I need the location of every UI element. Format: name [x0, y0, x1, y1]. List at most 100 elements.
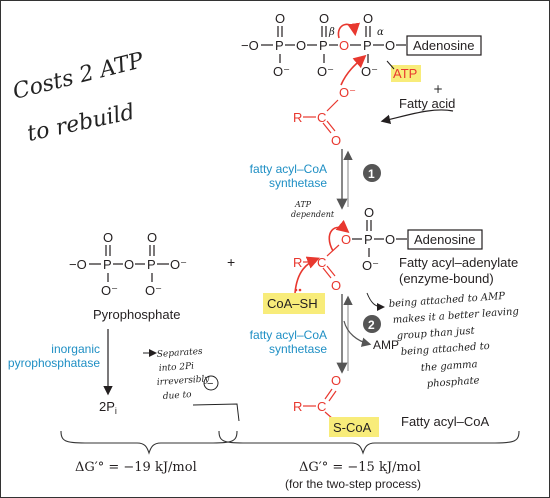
fatty-acid-pointer	[380, 109, 454, 125]
s-coa-highlight	[329, 417, 379, 437]
separates-line-4: due to	[163, 390, 193, 402]
atp-adenosine-box	[406, 35, 482, 56]
negative-sign: −	[207, 378, 213, 390]
pyrophosphatase-line-1: inorganic	[51, 342, 100, 356]
negative-sign-circle	[203, 375, 219, 391]
separates-line-3: irreversibly	[157, 374, 211, 388]
atp-bottom-o-3: O⁻	[361, 64, 378, 79]
fatty-acid-label: Fatty acid	[399, 96, 455, 111]
acyl-coa-c: C	[317, 399, 326, 414]
ppi-bottom-o-1: O⁻	[101, 283, 118, 298]
adenylate-carbonyl-o: O	[331, 278, 341, 293]
adenylate-label-line-2: (enzyme-bound)	[399, 271, 494, 286]
amp-leaving-arrow	[328, 219, 350, 252]
leaving-note-line-4: being attached to	[400, 341, 490, 358]
leaving-note-line-2: makes it a better leaving	[392, 306, 519, 326]
acyl-coa-r: R	[293, 399, 302, 414]
ppi-p-1: P	[103, 257, 112, 272]
atp-highlight	[391, 65, 421, 82]
atp-double-bonds	[277, 26, 371, 37]
atp-adenosine-label: Adenosine	[413, 38, 474, 53]
ppi-bridge-o: O	[124, 257, 134, 272]
atp-dependent-line-2: dependent	[291, 210, 335, 219]
atp-label: ATP	[393, 66, 417, 81]
beta-label: β	[328, 27, 335, 38]
fatty-acid-r: R	[293, 110, 302, 125]
cost-note-line-1: Costs 2 ATP	[10, 48, 147, 105]
pyrophosphatase-step: inorganic pyrophosphatase 2Pi Separates …	[8, 329, 240, 422]
fatty-acyl-adenylate-structure: O O P O Adenosine O⁻ R C O Fatty acyl–ad…	[263, 205, 518, 314]
coa-sh-highlight	[263, 293, 325, 314]
ppi-top-o-1: O	[103, 230, 113, 245]
adenylate-c: C	[317, 255, 326, 270]
atp-bridge-o-2: O	[339, 38, 349, 53]
s-coa-label: S-CoA	[333, 420, 372, 435]
step1-enzyme-line-2: synthetase	[269, 176, 327, 190]
atp-bridge-o-1: O	[296, 38, 306, 53]
atp-bottom-o-2: O⁻	[317, 64, 334, 79]
separates-line-1: Separates	[157, 347, 204, 360]
adenylate-p: P	[364, 232, 373, 247]
adenylate-bottom-o: O⁻	[362, 258, 379, 273]
adenylate-label-line-1: Fatty acyl–adenylate	[399, 255, 518, 270]
reaction-plus: +	[227, 254, 235, 270]
step2-badge	[363, 315, 381, 333]
acyl-coa-carbonyl-o: O	[331, 373, 341, 388]
delta-g-left: ΔG′° = −19 kJ/mol	[75, 460, 197, 475]
step1-badge	[363, 164, 381, 182]
adenylate-o: O	[385, 232, 395, 247]
step2-number: 2	[368, 318, 375, 332]
fatty-acyl-coa-structure: O R C S-CoA Fatty acyl–CoA	[293, 373, 489, 437]
ppi-top-o-2: O	[147, 230, 157, 245]
step2-enzyme-line-1: fatty acyl–CoA	[250, 328, 327, 342]
pyrophosphate-label: Pyrophosphate	[93, 307, 180, 322]
pyrophosphatase-line-2: pyrophosphatase	[8, 356, 100, 370]
coa-sh-label: CoA–SH	[267, 296, 318, 311]
leaving-note-line-3: group than just	[396, 326, 476, 342]
step2-enzyme-line-2: synthetase	[269, 342, 327, 356]
adenylate-adenosine-label: Adenosine	[414, 232, 475, 247]
adenylate-adenosine-box	[407, 229, 483, 250]
fatty-acid-o-minus: O⁻	[339, 85, 356, 100]
atp-dependent-line-1: ATP	[294, 200, 312, 209]
atp-bridge-o-3: O	[385, 38, 395, 53]
handwritten-plus: +	[433, 82, 443, 96]
adenylate-r: R	[293, 255, 302, 270]
leaving-note-line-5: the gamma	[420, 359, 478, 374]
alpha-label: α	[377, 27, 384, 38]
fatty-acid-structure: O⁻ R C O Fatty acid	[293, 54, 455, 148]
delta-g-right: ΔG′° = −15 kJ/mol	[299, 460, 421, 475]
atp-structure: O O O −O P O P O P O Adenosine O⁻ O⁻ O⁻	[241, 11, 482, 96]
right-brace	[218, 430, 520, 455]
nucleophilic-attack-arrow	[340, 54, 367, 86]
atp-o-minus: −O	[241, 38, 259, 53]
atp-top-o-1: O	[275, 11, 285, 26]
atp-p-gamma: P	[275, 38, 284, 53]
thiol-attack-arrow	[294, 256, 320, 294]
amp-release-arrow	[343, 320, 372, 347]
step1-number: 1	[368, 167, 375, 181]
leaving-note-line-6: phosphate	[426, 375, 479, 390]
cost-note-line-2: to rebuild	[25, 100, 137, 147]
adenylate-bridge-o: O	[341, 232, 351, 247]
atp-p-alpha: P	[363, 38, 372, 53]
step-2: AMP 2 fatty acyl–CoA synthetase	[250, 294, 399, 374]
pyrophosphate-structure: O O −O P O P O⁻ O⁻ O⁻ Pyrophosphate +	[69, 230, 235, 322]
fatty-acid-carbonyl-o: O	[331, 133, 341, 148]
bond-cleavage-arrow	[337, 22, 360, 39]
step-1: 1 fatty acyl–CoA synthetase ATP dependen…	[250, 149, 381, 219]
ppi-bottom-o-2: O⁻	[145, 283, 162, 298]
atp-p-beta: P	[319, 38, 328, 53]
handwritten-cost-note: Costs 2 ATP to rebuild	[10, 48, 147, 147]
atp-top-o-2: O	[319, 11, 329, 26]
acyl-coa-label: Fatty acyl–CoA	[401, 414, 489, 429]
step1-enzyme-line-1: fatty acyl–CoA	[250, 162, 327, 176]
adenylate-top-o: O	[364, 205, 374, 220]
atp-top-o-3: O	[363, 11, 373, 26]
atp-bottom-o-1: O⁻	[273, 64, 290, 79]
left-brace	[60, 430, 238, 455]
leaving-note-line-1: being attached to AMP	[388, 291, 505, 310]
ppi-o-minus-left: −O	[69, 257, 87, 272]
